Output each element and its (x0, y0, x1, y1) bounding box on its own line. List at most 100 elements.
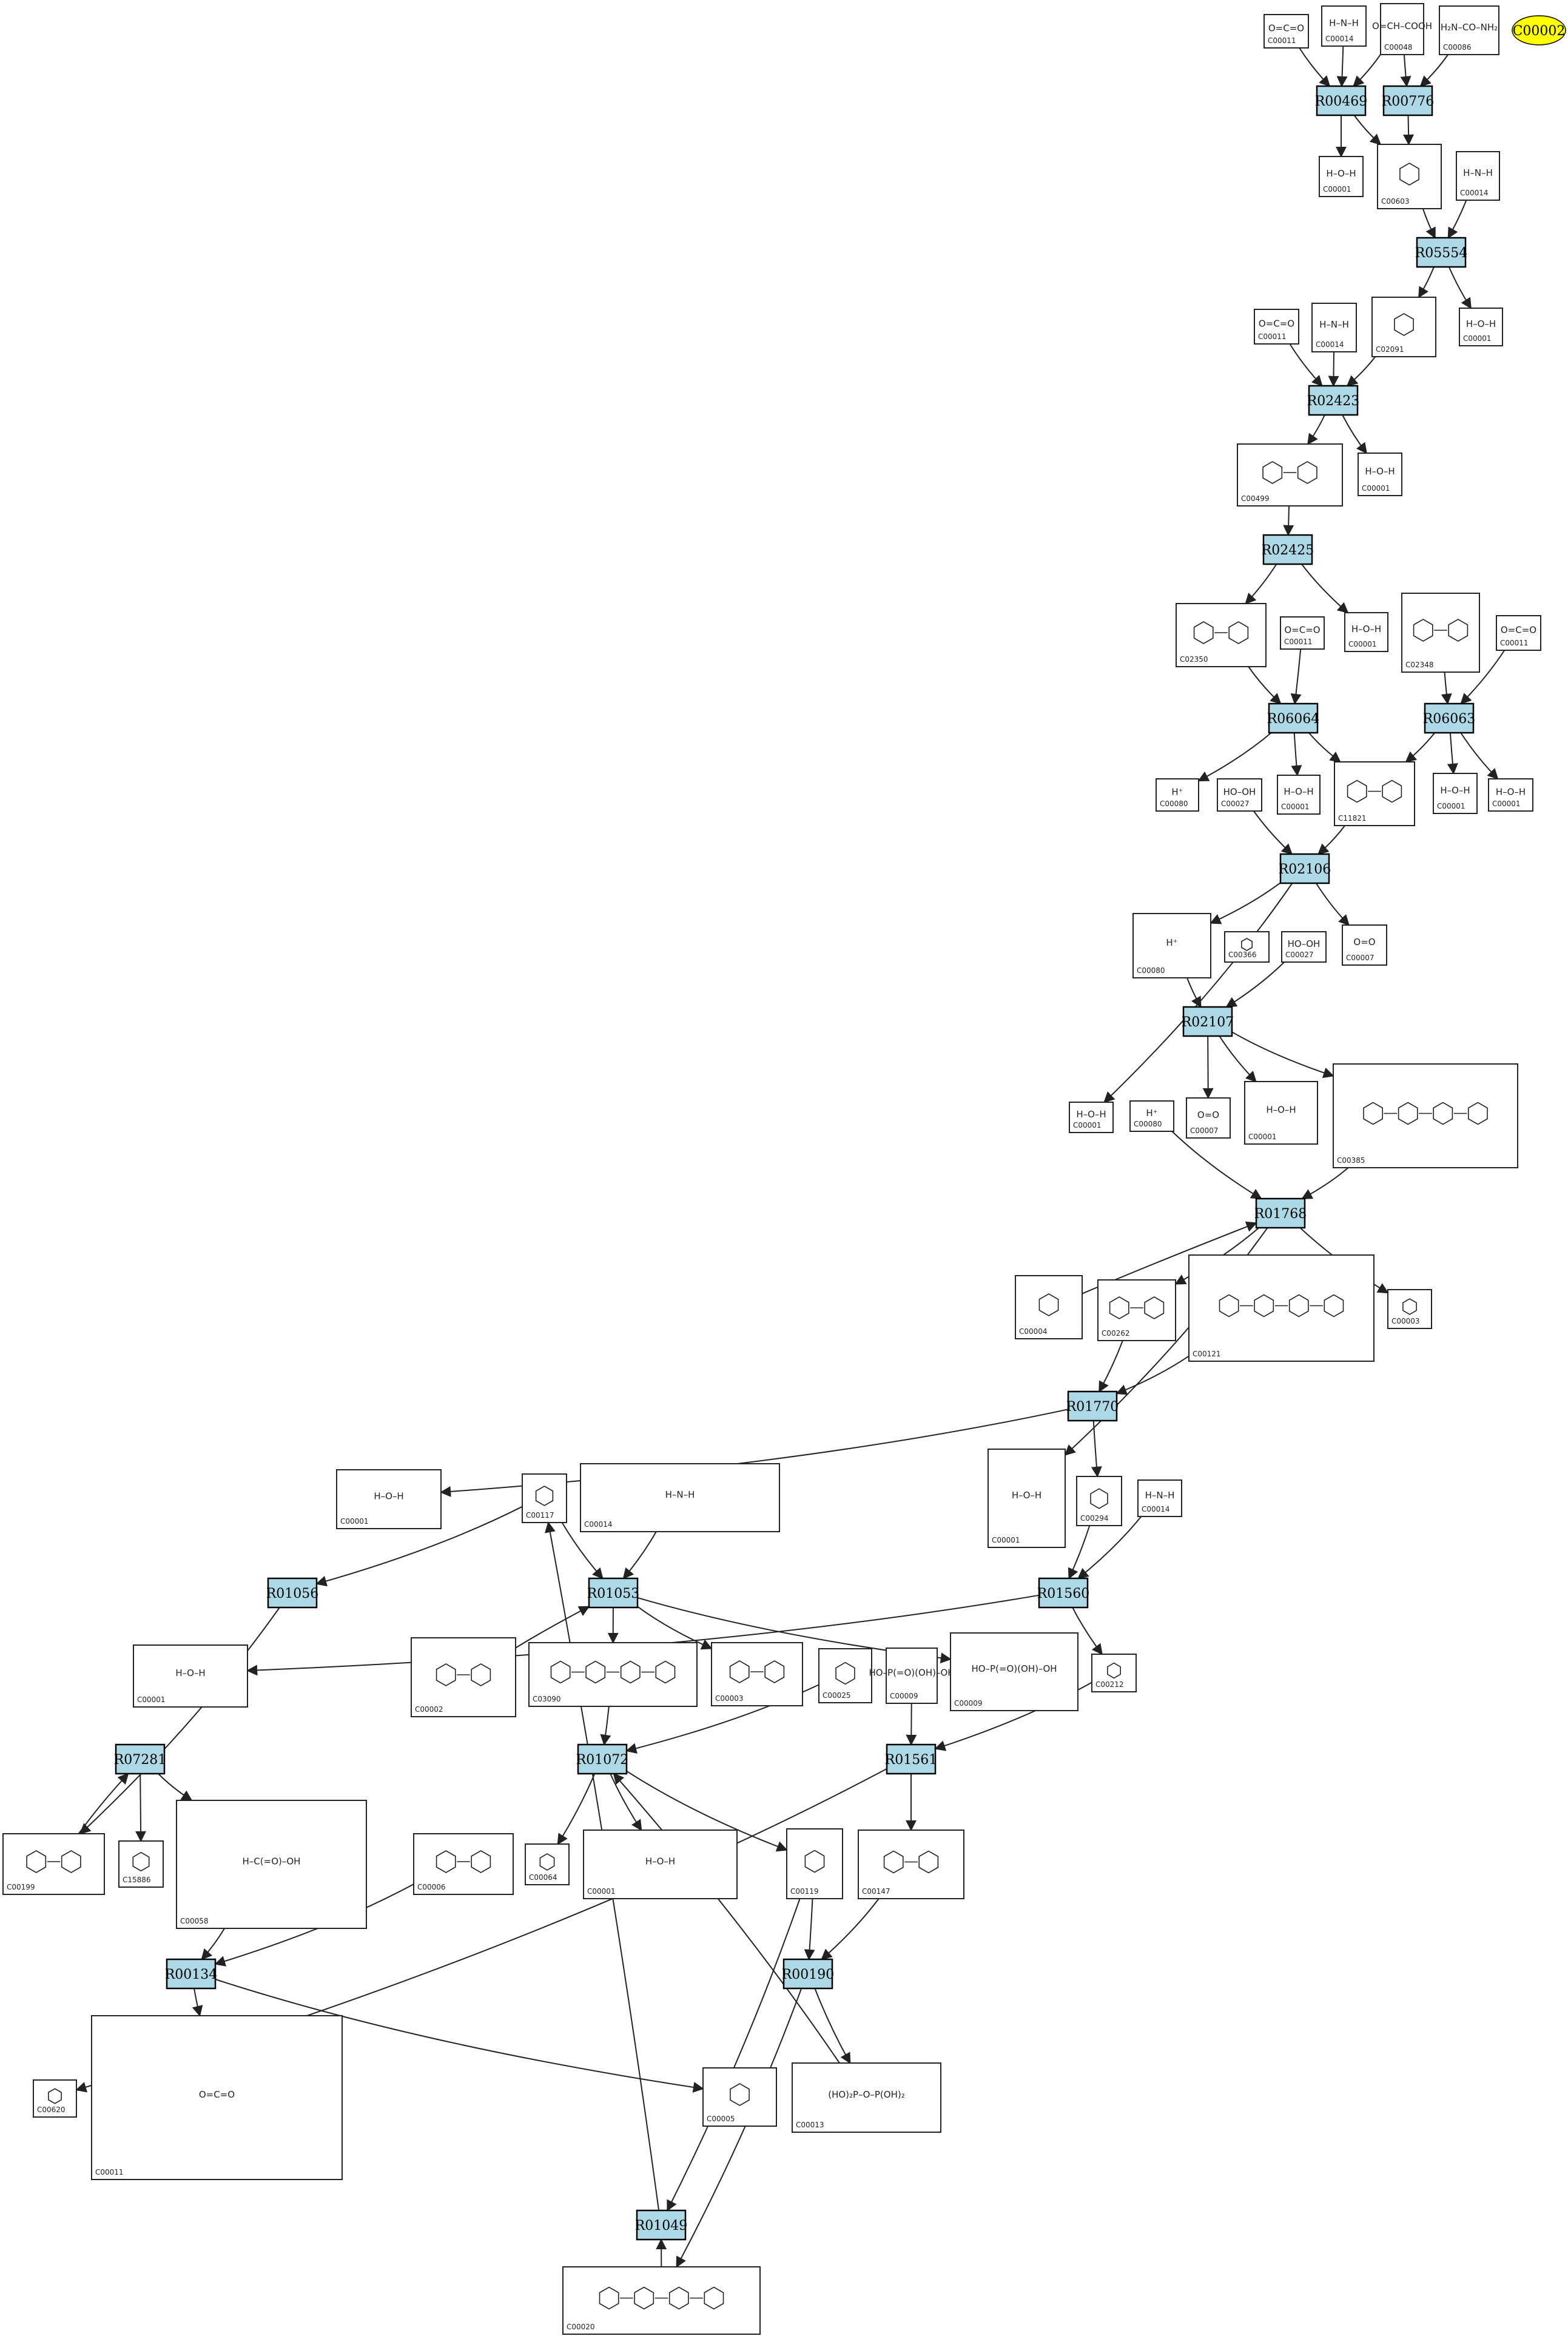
reaction-r01072[interactable]: R01072 (576, 1743, 629, 1775)
compound-c00147[interactable]: C00147 (858, 1829, 964, 1899)
compound-c00005[interactable]: C00005 (702, 2067, 777, 2127)
highlight-compound[interactable]: C00002 (1512, 15, 1566, 45)
compound-c00366[interactable]: C00366 (1224, 931, 1270, 963)
compound-c00064[interactable]: C00064 (525, 1843, 570, 1885)
reaction-r01053[interactable]: R01053 (587, 1577, 640, 1609)
compound-c00020[interactable]: C00020 (562, 2266, 761, 2335)
compound-c02348[interactable]: C02348 (1401, 593, 1480, 673)
edge (561, 1522, 604, 1580)
reaction-r07281[interactable]: R07281 (114, 1743, 167, 1775)
compound-box (1217, 778, 1262, 812)
reaction-r01770[interactable]: R01770 (1066, 1390, 1119, 1422)
reaction-r02106[interactable]: R02106 (1279, 853, 1331, 884)
reaction-r02107[interactable]: R02107 (1182, 1006, 1234, 1037)
compound-c00006[interactable]: C00006 (413, 1833, 514, 1895)
reaction-r00190[interactable]: R00190 (782, 1958, 835, 1990)
compound-box (1358, 453, 1402, 496)
compound-c00080[interactable]: H⁺C00080 (1156, 778, 1199, 812)
reaction-r00134[interactable]: R00134 (165, 1958, 218, 1990)
reaction-id: R02107 (1182, 1015, 1234, 1030)
reaction-r01768[interactable]: R01768 (1254, 1197, 1307, 1229)
reaction-id: R06064 (1267, 712, 1320, 727)
compound-id: C00058 (180, 1917, 209, 1925)
compound-c00121[interactable]: C00121 (1188, 1254, 1375, 1362)
compound-box (1439, 5, 1499, 55)
compound-c00620[interactable]: C00620 (33, 2079, 77, 2118)
compound-c00499[interactable]: C00499 (1237, 443, 1343, 507)
reaction-r06064[interactable]: R06064 (1267, 702, 1320, 734)
compound-c00603[interactable]: C00603 (1377, 144, 1442, 209)
compound-c00117[interactable]: C00117 (522, 1473, 567, 1523)
reaction-box (1038, 1577, 1089, 1609)
compound-c00080[interactable]: H⁺C00080 (1132, 913, 1211, 978)
reaction-r01056[interactable]: R01056 (266, 1577, 319, 1609)
compound-box (580, 1463, 780, 1532)
reaction-r02425[interactable]: R02425 (1262, 534, 1314, 565)
compound-c00385[interactable]: C00385 (1333, 1063, 1518, 1168)
compound-c00199[interactable]: C00199 (2, 1833, 105, 1895)
compound-id: C00001 (1323, 185, 1351, 194)
reaction-r06063[interactable]: R06063 (1423, 702, 1476, 734)
compound-c03090[interactable]: C03090 (528, 1642, 698, 1707)
compound-c00080[interactable]: H⁺C00080 (1129, 1100, 1174, 1132)
structure-sketch (436, 1850, 491, 1873)
compound-c00003[interactable]: C00003 (1387, 1289, 1432, 1329)
reaction-r01561[interactable]: R01561 (885, 1743, 938, 1775)
reaction-r01049[interactable]: R01049 (635, 2209, 688, 2241)
compound-c11821[interactable]: C11821 (1334, 761, 1415, 826)
structure-formula: O=C=O (1268, 23, 1304, 34)
compound-c00025[interactable]: C00025 (818, 1648, 872, 1703)
compound-c00262[interactable]: C00262 (1097, 1279, 1176, 1341)
compound-c00294[interactable]: C00294 (1076, 1476, 1122, 1526)
compound-id: C00064 (529, 1873, 557, 1882)
compound-c00003[interactable]: C00003 (711, 1642, 803, 1706)
compound-c15886[interactable]: C15886 (118, 1840, 164, 1888)
compound-c02350[interactable]: C02350 (1176, 603, 1267, 667)
compound-c00212[interactable]: C00212 (1091, 1654, 1137, 1692)
edge (1289, 343, 1323, 387)
reaction-r00776[interactable]: R00776 (1382, 85, 1435, 116)
reaction-r02423[interactable]: R02423 (1307, 385, 1360, 416)
reaction-r01560[interactable]: R01560 (1037, 1577, 1090, 1609)
reaction-r05554[interactable]: R05554 (1415, 237, 1468, 268)
compound-c02091[interactable]: C02091 (1371, 297, 1436, 357)
compound-c00002[interactable]: C00002 (411, 1637, 516, 1717)
reaction-r00469[interactable]: R00469 (1315, 85, 1368, 116)
edge (613, 1772, 840, 2064)
compound-c00004[interactable]: C00004 (1015, 1275, 1083, 1339)
compound-c00119[interactable]: C00119 (786, 1828, 843, 1899)
